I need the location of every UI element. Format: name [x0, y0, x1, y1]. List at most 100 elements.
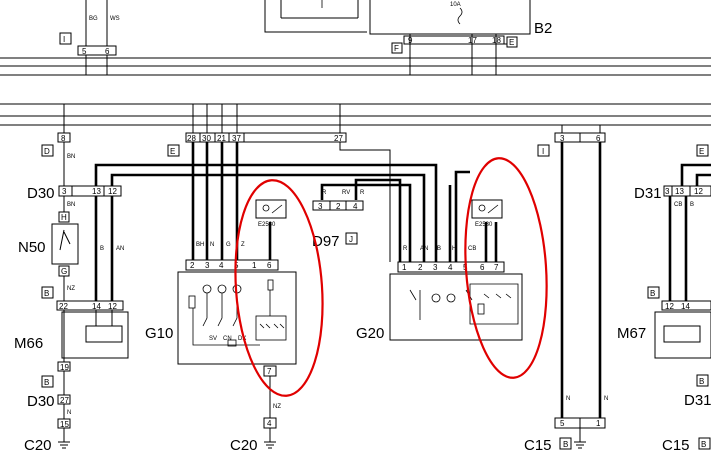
d97-pin-2: 2	[336, 202, 341, 211]
m66-label: M66	[14, 335, 43, 352]
right-chain: E D31 3 13 12 CB B B 12 14 M67 B D31 C15…	[617, 144, 711, 453]
wire-code-bg: BG	[89, 16, 98, 22]
d30-lower-label: D30	[27, 393, 55, 410]
wire-code-n-c15a: N	[566, 396, 570, 402]
ref-i-top: I	[63, 35, 65, 44]
c15-pin-5: 5	[560, 419, 565, 428]
wire-code-an-g20: AN	[420, 246, 428, 252]
g20-pin-6: 6	[480, 263, 485, 272]
wire-code-b-d31: B	[690, 202, 694, 208]
ref-b-c15: B	[563, 440, 568, 449]
n50-pin-h: H	[61, 213, 67, 222]
d97-pin-27: 27	[334, 134, 343, 143]
ref-b-c15-right: B	[701, 440, 706, 449]
lamp-code-right: E2530	[475, 222, 493, 228]
wire-code-h-g20: H	[452, 246, 456, 252]
ref-e-left: E	[170, 147, 175, 156]
b2-fusebox: 10A 9 17 18 F E B2	[264, 0, 552, 75]
wire-code-nz-m66: NZ	[67, 286, 75, 292]
d31-label: D31	[634, 185, 662, 202]
ref-b-m67: B	[650, 289, 655, 298]
g10-connector-top: 28 30 21 37 27 E	[167, 104, 347, 157]
d30-pin-8: 8	[61, 134, 66, 143]
c20-mid-label: C20	[230, 437, 258, 453]
g20-pin-2: 2	[418, 263, 423, 272]
c15-branch: 3 6 I N N 5 1 C15 B	[524, 125, 608, 453]
d30-lower-pin-27: 27	[60, 396, 69, 405]
switch-sv: SV	[209, 336, 217, 342]
d30-pin-12: 12	[108, 187, 117, 196]
g20-pin-1: 1	[402, 263, 407, 272]
g10-pin-4-lower: 4	[267, 419, 272, 428]
ref-b-d31: B	[699, 377, 704, 386]
g20-label: G20	[356, 325, 384, 342]
b2-ref-f: F	[394, 44, 399, 53]
g10-pin-2: 2	[190, 261, 195, 270]
d30-pin-3: 3	[62, 187, 67, 196]
c20-left-label: C20	[24, 437, 52, 453]
top-left-connector: BG WS I 5 6	[0, 0, 711, 76]
lamp-e2530-left: E2530	[255, 199, 287, 228]
ref-d-left: D	[44, 147, 50, 156]
m67-pin-14: 14	[681, 302, 690, 311]
wire-code-g: G	[226, 242, 231, 248]
d30-pin-13: 13	[92, 187, 101, 196]
ref-b-m66: B	[44, 378, 49, 387]
wire-code-rv: RV	[342, 190, 350, 196]
wire-code-ws: WS	[110, 16, 120, 22]
d97-connector: R RV R 3 2 4 D97 J	[312, 178, 412, 262]
bus-lines	[0, 103, 711, 126]
g10-pin-1: 1	[252, 261, 257, 270]
g10-label: G10	[145, 325, 173, 342]
b2-pin-17: 17	[468, 36, 477, 45]
g10-pin-30: 30	[202, 134, 211, 143]
m66-pin-12: 12	[108, 302, 117, 311]
d30-m66-wires: B AN	[94, 163, 438, 301]
ref-i-right: I	[542, 147, 544, 156]
n50-pin-g: G	[61, 267, 67, 276]
d30-lower-pin-15: 15	[60, 420, 69, 429]
b2-fuse-label: 10A	[450, 2, 461, 8]
wire-code-z: Z	[241, 242, 245, 248]
g10-module: 2 3 4 5 1 6 SV CN DX G10 7 NZ 4 C20	[145, 259, 297, 453]
switch-dx: DX	[238, 336, 246, 342]
wire-code-cb-g20: CB	[468, 246, 476, 252]
m66-pin-22: 22	[59, 302, 68, 311]
lamp-code-left: E2530	[258, 222, 276, 228]
wire-code-bn1: BN	[67, 154, 75, 160]
g20-module: R AN B H CB E2530 1 2 3 4 5 6 7 G20	[356, 170, 523, 342]
left-chain: 8 D BN D30 3 13 12 BN H N50 G NZ B 22 14…	[14, 104, 129, 453]
c15-mid-label: C15	[524, 437, 552, 453]
wire-code-r2: R	[360, 190, 365, 196]
wire-code-b-g20: B	[437, 246, 441, 252]
b2-label: B2	[534, 20, 552, 37]
wire-code-cb-d31: CB	[674, 202, 682, 208]
c15-right-label: C15	[662, 437, 690, 453]
d31-pin-13: 13	[675, 187, 684, 196]
ref-j-d97: J	[349, 235, 353, 244]
wire-code-nz-g10: NZ	[273, 404, 281, 410]
m66-pin-19: 19	[60, 363, 69, 372]
red-circle-right	[464, 157, 548, 379]
ref-b-n50: B	[44, 289, 49, 298]
g20-pin-3: 3	[433, 263, 438, 272]
wire-code-n-lower: N	[67, 410, 71, 416]
g10-pin-3: 3	[205, 261, 210, 270]
wire-code-bh: BH	[196, 242, 204, 248]
wire-code-r1: R	[322, 190, 327, 196]
d30-label: D30	[27, 185, 55, 202]
wire-code-bn2: BN	[67, 202, 75, 208]
g10-pin-37: 37	[232, 134, 241, 143]
g20-pin-4: 4	[448, 263, 453, 272]
g20-pin-7: 7	[494, 263, 499, 272]
pin-6-top: 6	[105, 47, 110, 56]
n50-label: N50	[18, 239, 46, 256]
wire-code-r-g20: R	[403, 246, 408, 252]
d97-label: D97	[312, 233, 340, 250]
d97-pin-4: 4	[353, 202, 358, 211]
g10-pin-7: 7	[267, 367, 272, 376]
b2-ref-e: E	[509, 38, 514, 47]
m67-label: M67	[617, 325, 646, 342]
b2-pin-18: 18	[492, 36, 501, 45]
